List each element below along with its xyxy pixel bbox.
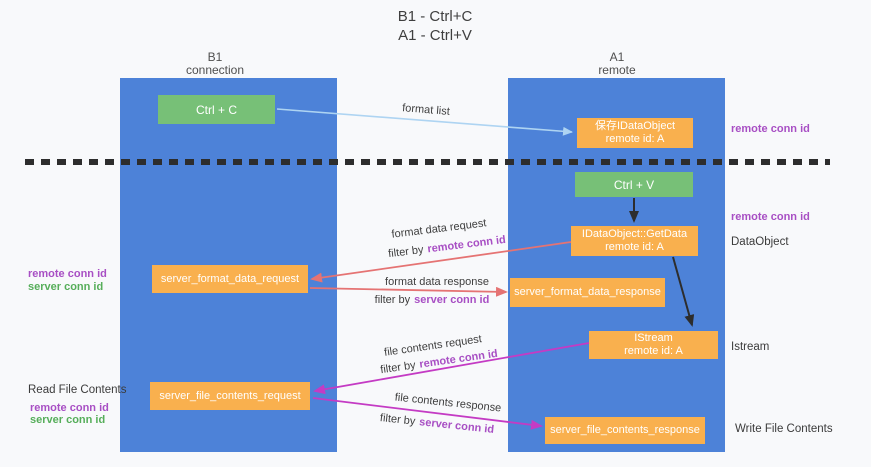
format-list-label: format list <box>402 102 450 118</box>
filter-by-text: filter by <box>374 294 411 306</box>
session-divider-dashed-line <box>25 159 830 165</box>
server-conn-id-text: server conn id <box>418 416 495 436</box>
server-file-contents-request-box: server_file_contents_request <box>150 382 310 410</box>
write-file-contents-label: Write File Contents <box>735 423 833 435</box>
title-line-2: A1 - Ctrl+V <box>398 27 472 44</box>
server-format-data-response-box: server_format_data_response <box>510 278 665 307</box>
server-format-data-request-label: server_format_data_request <box>160 272 300 285</box>
istream-box: IStream remote id: A <box>589 331 718 359</box>
ctrl-v-action-box: Ctrl + V <box>575 172 693 197</box>
ctrl-c-action-box: Ctrl + C <box>158 95 275 124</box>
server-conn-id-text: server conn id <box>414 294 490 306</box>
title-line-1: B1 - Ctrl+C <box>397 8 473 25</box>
istream-line2: remote id: A <box>624 345 683 357</box>
left-server-conn-id-label: server conn id <box>28 281 104 293</box>
dataobject-label: DataObject <box>731 236 789 248</box>
ctrl-v-label: Ctrl + V <box>613 177 655 192</box>
column-b1-subtitle: connection <box>185 63 245 77</box>
diagram-title: B1 - Ctrl+C A1 - Ctrl+V <box>335 7 535 45</box>
format-data-response-arrow <box>309 286 508 297</box>
save-idataobject-line2: remote id: A <box>605 133 665 145</box>
getdata-line2: remote id: A <box>605 241 664 253</box>
istream-side-label: Istream <box>731 341 770 353</box>
format-data-response-text: format data response <box>385 276 489 288</box>
column-a1-subtitle: remote <box>598 63 636 77</box>
server-file-contents-response-label: server_file_contents_response <box>550 424 700 436</box>
server-format-data-response-label: server_format_data_response <box>514 286 661 298</box>
server-format-data-request-box: server_format_data_request <box>152 265 308 293</box>
left-remote-conn-id-label-2: remote conn id <box>30 402 109 414</box>
istream-line1: IStream <box>634 332 673 344</box>
column-header-b1: B1 connection <box>155 51 275 77</box>
right-remote-conn-id-mid-label: remote conn id <box>731 211 810 223</box>
server-file-contents-request-label: server_file_contents_request <box>159 389 301 402</box>
filter-by-text: filter by <box>379 359 417 377</box>
left-remote-conn-id-label: remote conn id <box>28 268 107 280</box>
format-list-text: format list <box>401 102 451 118</box>
read-file-contents-label: Read File Contents <box>28 384 127 396</box>
save-idataobject-box: 保存IDataObject remote id: A <box>577 118 693 148</box>
column-header-a1: A1 remote <box>557 51 677 77</box>
remote-conn-id-text: remote conn id <box>426 233 507 256</box>
server-file-contents-response-box: server_file_contents_response <box>545 417 705 444</box>
column-a1-name: A1 <box>609 50 625 64</box>
left-server-conn-id-label-2: server conn id <box>30 414 106 426</box>
ctrl-c-label: Ctrl + C <box>195 102 237 117</box>
file-contents-response-text: file contents response <box>394 391 502 415</box>
right-remote-conn-id-top-label: remote conn id <box>731 123 810 135</box>
filter-by-text: filter by <box>379 412 416 428</box>
idataobject-getdata-box: IDataObject::GetData remote id: A <box>571 226 698 256</box>
column-b1-name: B1 <box>207 50 223 64</box>
save-idataobject-line1: 保存IDataObject <box>594 120 676 132</box>
getdata-line1: IDataObject::GetData <box>581 228 688 240</box>
file-contents-response-label: file contents response <box>394 391 502 414</box>
format-data-response-label: format data response <box>385 276 489 288</box>
filter-by-text: filter by <box>387 243 425 261</box>
